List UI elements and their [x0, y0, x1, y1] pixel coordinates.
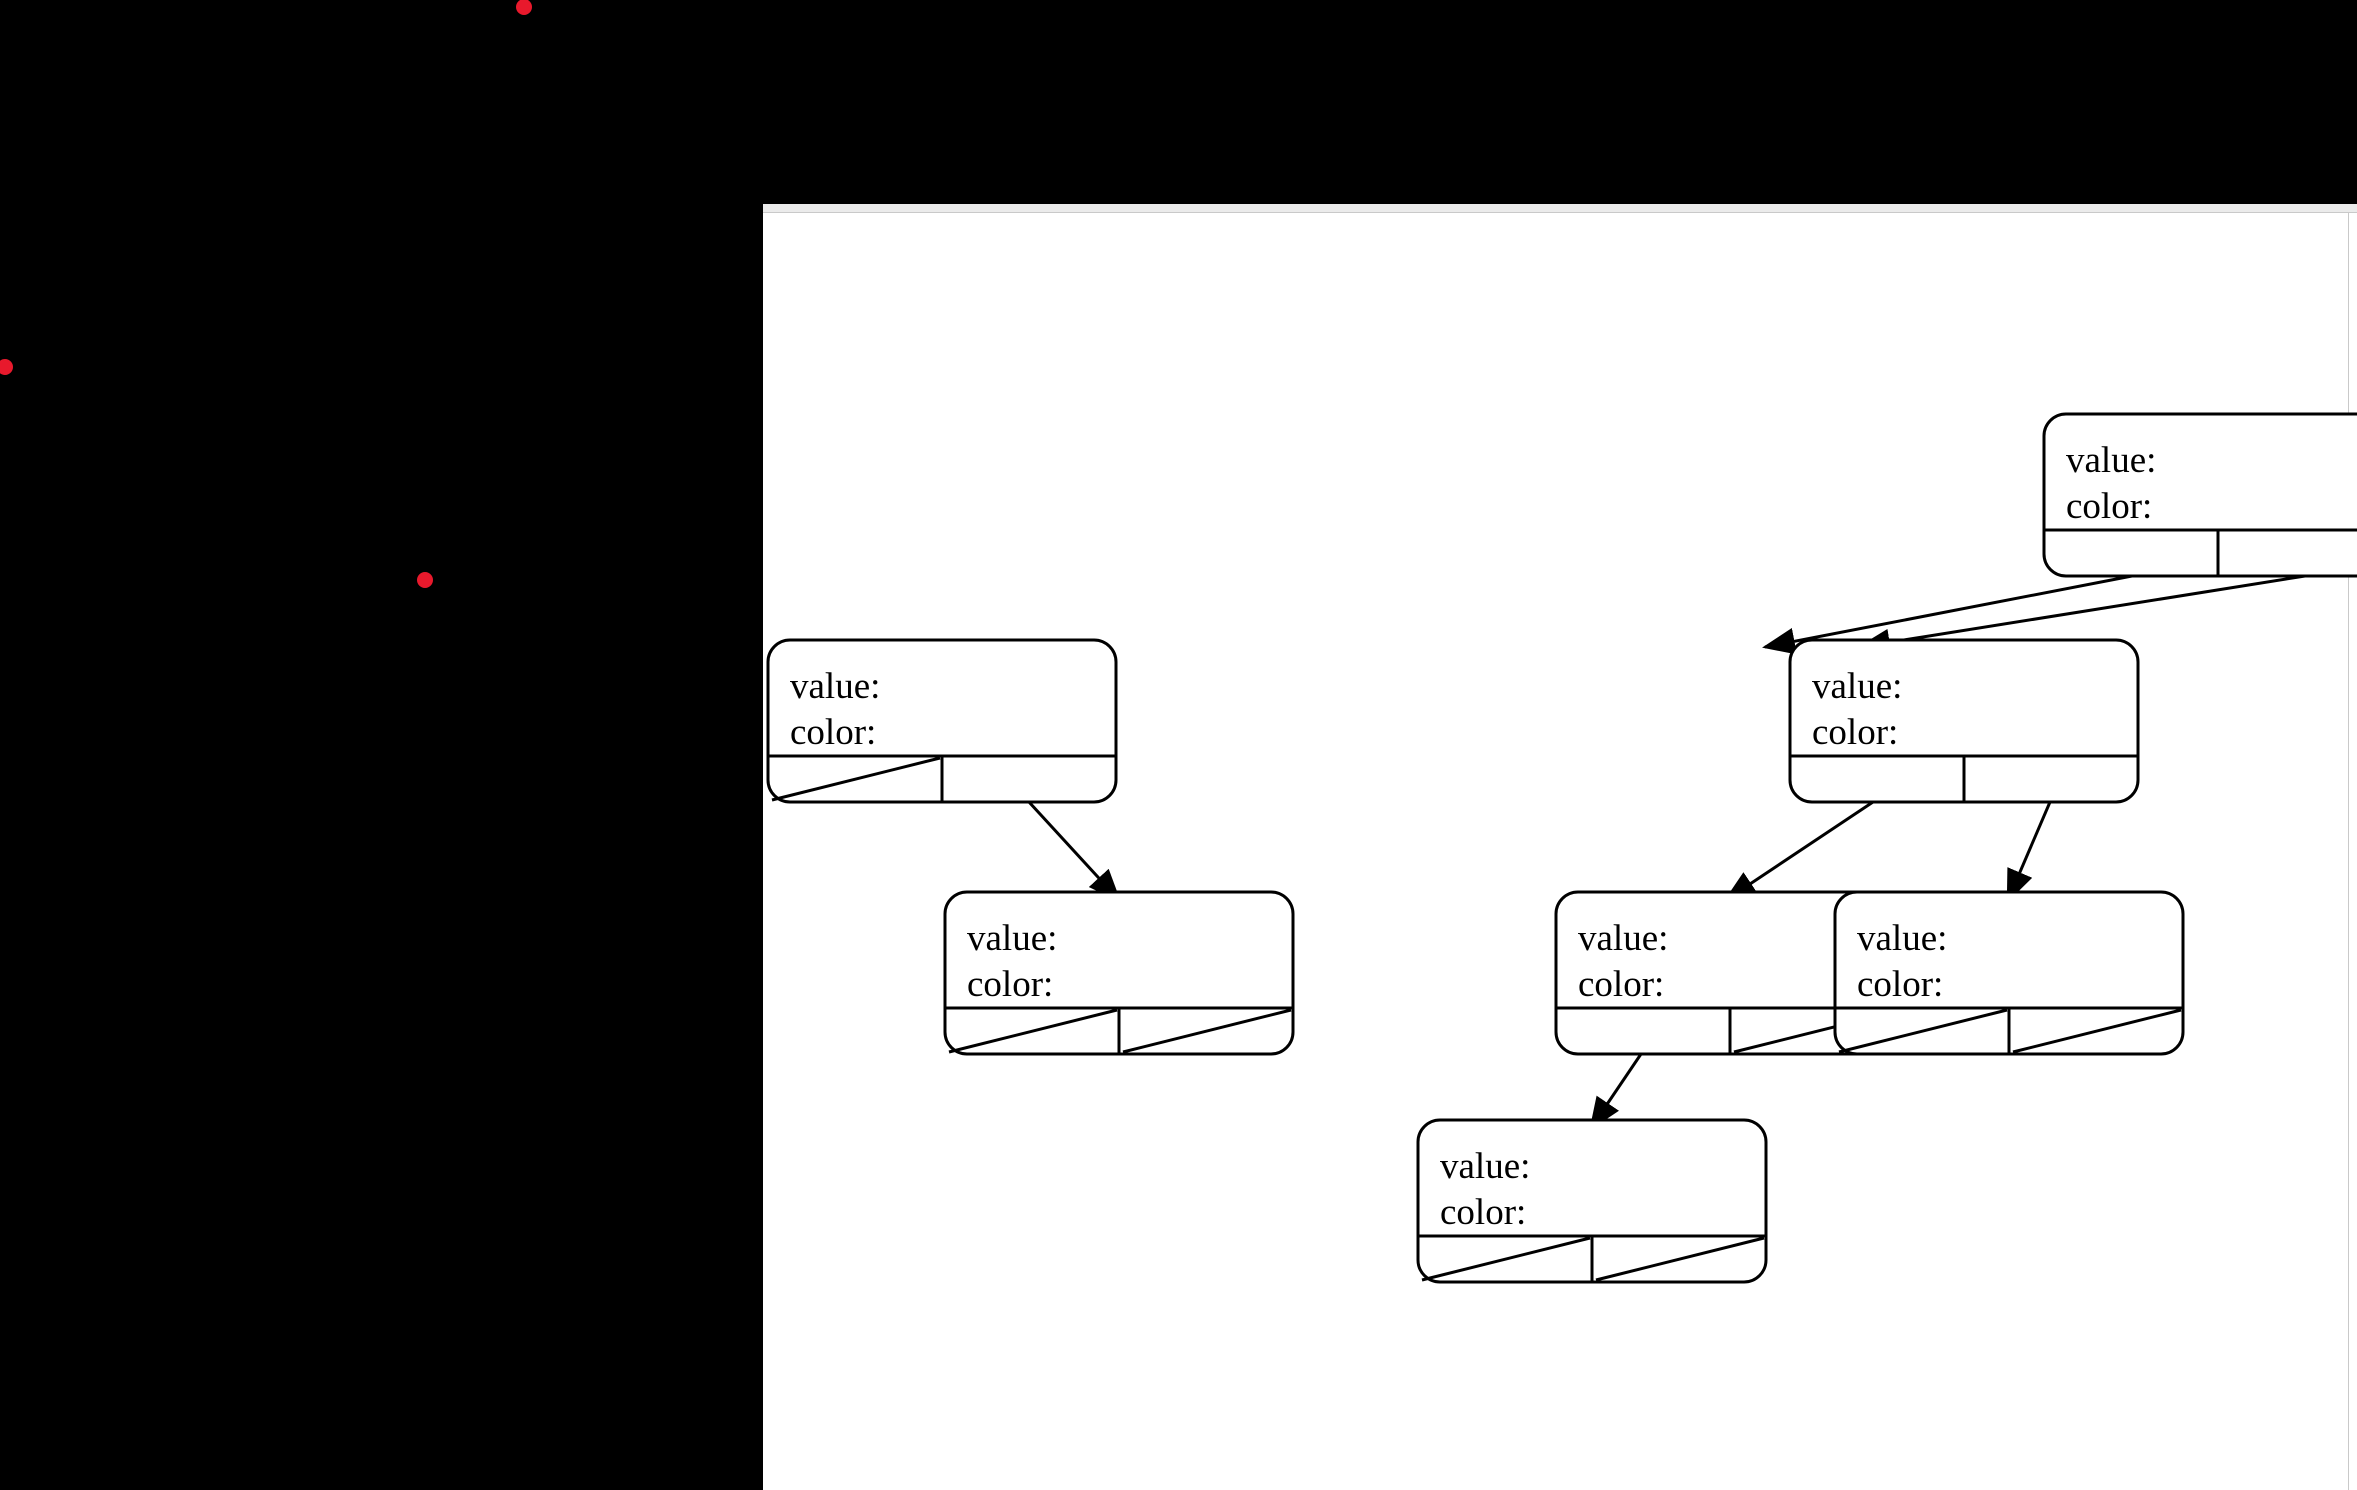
- color-label: color:: [967, 964, 1053, 1005]
- tree-node-right-right[interactable]: value: color:: [1833, 890, 2185, 1056]
- value-label: value:: [2066, 440, 2156, 481]
- tree-node-left[interactable]: value: color:: [766, 638, 1118, 804]
- value-label: value:: [1812, 666, 1902, 707]
- tree-node-right-left[interactable]: value: color:: [1554, 890, 1906, 1056]
- edge-root-left: [1762, 574, 2133, 655]
- edge-rl-left: [1589, 1053, 1643, 1131]
- edge-right-left: [1723, 800, 1874, 902]
- null-pointer-right: [1595, 1236, 1765, 1282]
- null-pointer-left: [1838, 1008, 2008, 1054]
- color-label: color:: [790, 712, 876, 753]
- marker-dot-top: [516, 0, 532, 15]
- value-label: value:: [1440, 1146, 1530, 1187]
- tree-node-root[interactable]: value: color:: [2042, 412, 2357, 578]
- value-label: value:: [790, 666, 880, 707]
- node-layer: value:color:value:color:value:color:valu…: [766, 412, 2357, 1284]
- null-pointer-left: [948, 1008, 1118, 1054]
- null-pointer-left: [1421, 1236, 1591, 1282]
- tree-node-right-left-left[interactable]: value: color:: [1416, 1118, 1768, 1284]
- value-label: value:: [1578, 918, 1668, 959]
- color-label: color:: [1440, 1192, 1526, 1233]
- edge-root-right: [1857, 574, 2306, 656]
- edge-layer: [1027, 574, 2306, 1131]
- marker-dot-left: [0, 359, 13, 375]
- edge-right-right: [2006, 801, 2052, 903]
- color-label: color:: [2066, 486, 2152, 527]
- tree-node-left-right[interactable]: value: color:: [943, 890, 1295, 1056]
- null-pointer-left: [771, 756, 941, 802]
- color-label: color:: [1857, 964, 1943, 1005]
- value-label: value:: [967, 918, 1057, 959]
- null-pointer-right: [1122, 1008, 1292, 1054]
- edge-left-right: [1027, 800, 1122, 903]
- tree-node-right[interactable]: value: color:: [1788, 638, 2140, 804]
- binary-tree-diagram: value:color:value:color:value:color:valu…: [766, 412, 2357, 1284]
- null-pointer-right: [2012, 1008, 2182, 1054]
- vertical-scrollbar[interactable]: [2348, 212, 2349, 1490]
- marker-dot-mid: [417, 572, 433, 588]
- color-label: color:: [1578, 964, 1664, 1005]
- color-label: color:: [1812, 712, 1898, 753]
- document-canvas[interactable]: value:color:value:color:value:color:valu…: [763, 204, 2357, 1490]
- canvas-top-band: [763, 204, 2357, 213]
- value-label: value:: [1857, 918, 1947, 959]
